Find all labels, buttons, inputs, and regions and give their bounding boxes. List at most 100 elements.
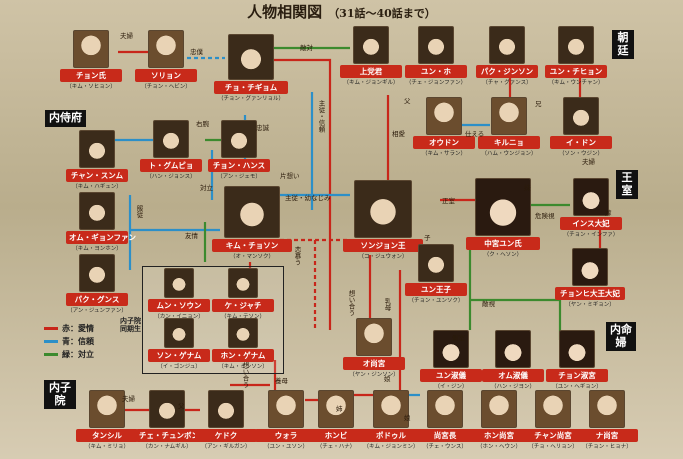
character-reading: （チョ・ヘリョン） <box>528 444 578 450</box>
character-node: ケドク （アン・ギルガン） <box>195 390 257 450</box>
portrait-image <box>418 26 454 64</box>
portrait-image <box>164 318 194 348</box>
character-node: キム・チョソン（オ・マンソク） <box>212 186 292 260</box>
character-name: ウォラ <box>255 429 317 442</box>
character-name: チャン尚宮 <box>522 429 584 442</box>
character-reading: （キム・ヨンホン） <box>72 246 122 252</box>
character-name: ソンジョン王 <box>343 239 423 252</box>
portrait-image <box>89 390 125 428</box>
relation-label: 夫婦 <box>120 32 133 40</box>
relation-label: 想い合う <box>347 290 355 316</box>
relation-label: 側室 <box>452 334 465 342</box>
relation-label: 兄 <box>535 100 542 108</box>
portrait-image <box>228 34 274 80</box>
character-name: ユン王子 <box>405 283 467 296</box>
character-reading: （コ・ジュウォン） <box>358 254 408 260</box>
character-reading: （チョン・ヒョナ） <box>582 444 632 450</box>
character-reading: （ハン・ジヨン） <box>490 384 535 390</box>
character-reading: （チョン・ヘビン） <box>141 84 191 90</box>
character-name: オム・ギョンファン <box>66 231 136 244</box>
legend-red: 赤：愛情 <box>44 323 94 334</box>
character-name: ト・グムピョ <box>140 159 202 172</box>
portrait-image <box>228 318 258 348</box>
portrait-image <box>572 248 608 286</box>
relation-label: 妹 <box>524 184 531 192</box>
character-name: ホンビ <box>305 429 367 442</box>
relation-label: 忠僕 <box>190 48 203 56</box>
character-name: ケドク <box>195 429 257 442</box>
portrait-image <box>268 390 304 428</box>
portrait-image <box>356 318 392 356</box>
portrait-image <box>228 268 258 298</box>
relation-label: 嫁 <box>605 209 612 217</box>
character-node: パク・グンス（アン・ジュンファン） <box>66 254 128 314</box>
character-name: パク・ジンソン <box>476 65 538 78</box>
portrait-image <box>79 192 115 230</box>
portrait-image <box>73 30 109 68</box>
character-reading: （チェ・ジョンファン） <box>405 80 467 86</box>
character-reading: （アン・ギルガン） <box>201 444 251 450</box>
character-reading: （チャ・グァンス） <box>482 80 532 86</box>
character-name: キム・チョソン <box>212 239 292 252</box>
relation-label: 対立 <box>200 184 213 192</box>
character-name: チョン氏 <box>60 69 122 82</box>
character-reading: （キム・サラン） <box>421 151 466 157</box>
portrait-image <box>318 390 354 428</box>
classmates-label: 内子院 同期生 <box>120 317 141 333</box>
character-name: オム淑儀 <box>482 369 544 382</box>
character-name: ソン・ゲナム <box>148 349 210 362</box>
character-node: ソンジョン王 （コ・ジュウォン） <box>343 180 423 260</box>
character-reading: （ハム・ウンジョン） <box>481 151 537 157</box>
character-name: パク・グンス <box>66 293 128 306</box>
relation-label: 正室 <box>442 197 455 205</box>
legend: 赤：愛情 青：信頼 緑：対立 <box>44 323 94 362</box>
legend-blue: 青：信頼 <box>44 336 94 347</box>
section-naijifu: 内侍府 <box>45 110 86 127</box>
character-name: ケ・ジャチ <box>212 299 274 312</box>
character-node: キルニョ （ハム・ウンジョン） <box>478 97 540 157</box>
character-reading: （ヤン・ミギョン） <box>565 302 615 308</box>
character-node: チョン氏 （キム・ソヒョン） <box>60 30 122 90</box>
character-name: チョ・チギョム <box>214 81 288 94</box>
relation-label: 子 <box>424 234 431 242</box>
character-name: チョンヒ大王大妃 <box>555 287 625 300</box>
character-reading: （チョン・グァンリョル） <box>217 96 284 102</box>
legend-red-label: 赤：愛情 <box>62 324 94 333</box>
character-node: ケ・ジャチ（キム・テソン） <box>212 268 274 320</box>
character-reading: （ヤン・ジンソン） <box>349 372 399 378</box>
character-reading: （ハン・ジョンス） <box>146 174 196 180</box>
character-node: ホン・ゲナム（キム・ミンソン） <box>212 318 274 370</box>
character-name: ポドゥル <box>360 429 422 442</box>
relation-label: 養母 <box>275 377 288 385</box>
character-reading: （イ・ゴンジュ） <box>157 364 201 370</box>
portrait-image <box>79 254 115 292</box>
character-reading: （チョン・インファ） <box>563 232 619 238</box>
chart-title: 人物相関図（31話～40話まで） <box>0 1 683 22</box>
character-reading: （チェ・ウンス） <box>423 444 467 450</box>
relation-label: 乳母 <box>383 298 391 311</box>
character-node: チョン淑宮（ユン・ヘギョン） <box>546 330 608 390</box>
relation-label: 父 <box>178 402 185 410</box>
character-node: イ・ドン（ソン・ウジン） <box>550 97 612 157</box>
legend-green-swatch <box>44 353 58 356</box>
character-reading: （チョン・ユンソク） <box>408 298 464 304</box>
portrait-image <box>221 120 257 158</box>
legend-green: 緑：対立 <box>44 349 94 360</box>
character-node: オ尚宮 （ヤン・ジンソン） <box>343 318 405 378</box>
section-naishi-in: 内子院 <box>44 380 76 410</box>
portrait-image <box>149 390 185 428</box>
character-name: オ尚宮 <box>343 357 405 370</box>
relation-label: 夫婦 <box>122 395 135 403</box>
relation-label: 想い合う <box>241 362 249 388</box>
portrait-image <box>535 390 571 428</box>
character-name: キルニョ <box>478 136 540 149</box>
character-name: チョン淑宮 <box>546 369 608 382</box>
section-royal: 王室 <box>616 170 638 200</box>
character-reading: （キム・ソヒョン） <box>66 84 116 90</box>
character-node: ユン・ホ（チェ・ジョンファン） <box>405 26 467 86</box>
character-name: ユン・チヒョン <box>545 65 607 78</box>
portrait-image <box>475 178 531 236</box>
relation-label: 片想い <box>280 172 300 180</box>
portrait-image <box>426 97 462 135</box>
